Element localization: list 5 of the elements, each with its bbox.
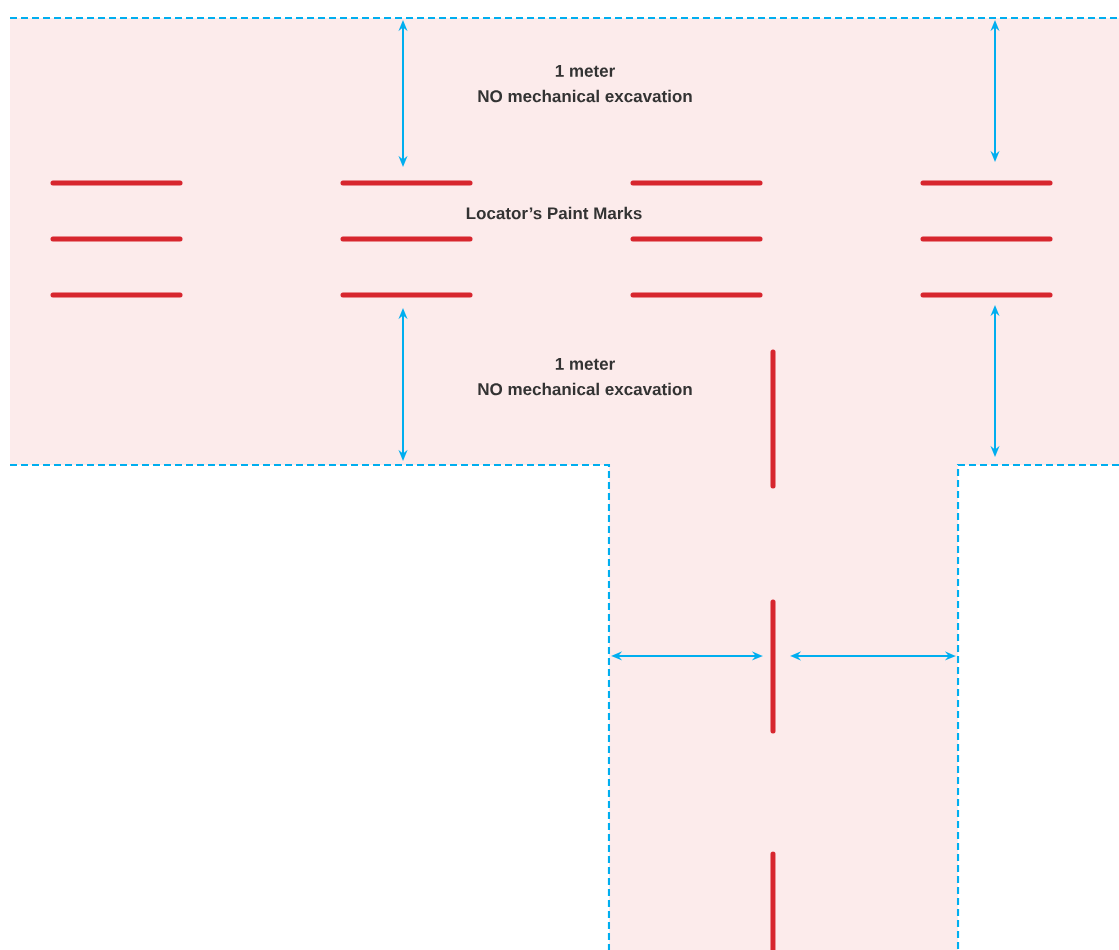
dimension-label: NO mechanical excavation [478, 382, 692, 396]
dimension-label: 1 meter [555, 358, 615, 370]
dimension-label: 1 meter [555, 65, 615, 77]
dimension-label: Locator’s Paint Marks [466, 206, 642, 220]
dimension-label: NO mechanical excavation [478, 89, 692, 103]
